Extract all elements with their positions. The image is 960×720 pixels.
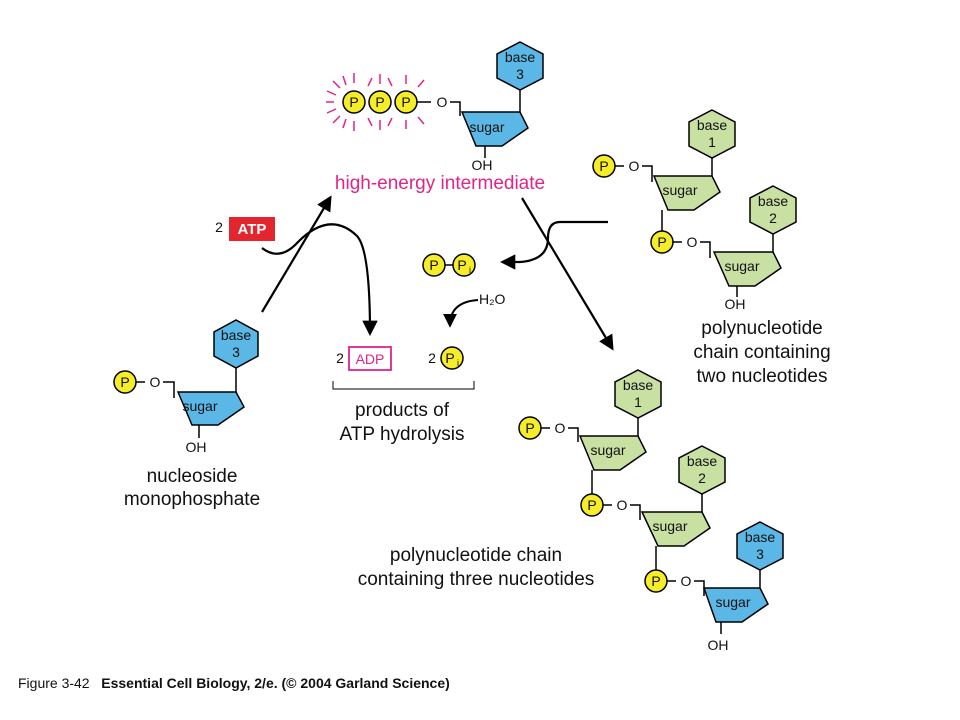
sugar-pentagon xyxy=(176,391,245,426)
svg-text:containing three nucleotides: containing three nucleotides xyxy=(358,569,595,590)
reaction-arrows xyxy=(261,195,614,351)
atp-box xyxy=(229,217,275,241)
base-number: 3 xyxy=(232,344,240,360)
high-energy-label: high-energy intermediate xyxy=(335,173,545,194)
svg-text:P: P xyxy=(375,94,384,110)
svg-text:P: P xyxy=(457,257,466,273)
three-nucleotide-chain: base 1 sugar P O P O base 2 sugar P O ba… xyxy=(358,369,784,653)
svg-text:3: 3 xyxy=(756,546,764,562)
svg-text:base: base xyxy=(623,377,654,393)
svg-text:polynucleotide chain: polynucleotide chain xyxy=(390,545,562,566)
svg-text:OH: OH xyxy=(472,157,493,173)
svg-text:sugar: sugar xyxy=(715,594,750,610)
svg-text:chain containing: chain containing xyxy=(693,342,830,363)
svg-text:base: base xyxy=(505,49,536,65)
svg-text:O: O xyxy=(629,158,640,174)
arrow-to-intermediate xyxy=(261,195,332,313)
arrow-to-three-chain xyxy=(521,197,614,351)
products-of-hydrolysis: 2 ADP 2 P i products of ATP hydrolysis xyxy=(332,346,475,445)
arrow-atp-to-adp xyxy=(261,223,378,337)
base-label: base xyxy=(221,327,252,343)
arrow-chain-in xyxy=(499,220,608,270)
pi-count: 2 xyxy=(428,350,436,366)
svg-text:P: P xyxy=(401,94,410,110)
svg-text:P: P xyxy=(525,420,534,436)
svg-text:P: P xyxy=(599,158,608,174)
high-energy-intermediate: P P P O base 3 sugar OH high-energy inte… xyxy=(326,41,545,194)
adp-box xyxy=(348,346,392,371)
svg-text:O: O xyxy=(437,94,448,110)
svg-text:2: 2 xyxy=(769,210,777,226)
svg-text:products of: products of xyxy=(355,400,450,421)
pyrophosphate: P P i H₂O xyxy=(422,253,506,307)
svg-text:O: O xyxy=(555,420,566,436)
svg-text:1: 1 xyxy=(708,134,716,150)
figure-caption: Figure 3-42 Essential Cell Biology, 2/e.… xyxy=(18,675,450,691)
nucleoside-monophosphate: base 3 sugar OH P O nucleoside monophosp… xyxy=(113,319,260,510)
svg-text:polynucleotide: polynucleotide xyxy=(701,318,822,339)
svg-text:P: P xyxy=(651,573,660,589)
atp-count: 2 xyxy=(215,219,223,235)
svg-text:sugar: sugar xyxy=(652,518,687,534)
svg-text:P: P xyxy=(657,234,666,250)
two-nucleotide-chain: base 1 sugar P O P O base 2 sugar OH pol… xyxy=(592,109,831,387)
energy-burst xyxy=(326,73,425,131)
sugar-label: sugar xyxy=(182,398,217,414)
svg-text:2: 2 xyxy=(698,470,706,486)
svg-text:two nucleotides: two nucleotides xyxy=(697,366,828,387)
svg-text:OH: OH xyxy=(725,296,746,312)
svg-text:base: base xyxy=(758,193,789,209)
svg-text:O: O xyxy=(617,497,628,513)
atp-input: 2 ATP xyxy=(215,217,275,241)
adp-count: 2 xyxy=(336,350,344,366)
figure-source: Essential Cell Biology, 2/e. (© 2004 Gar… xyxy=(101,675,450,691)
oh-label: OH xyxy=(186,439,207,455)
arrow-water xyxy=(443,299,479,328)
figure-number: Figure 3-42 xyxy=(18,675,90,691)
svg-text:P: P xyxy=(429,257,438,273)
svg-text:P: P xyxy=(445,350,454,366)
svg-text:1: 1 xyxy=(634,394,642,410)
svg-text:sugar: sugar xyxy=(724,258,759,274)
svg-text:OH: OH xyxy=(708,637,729,653)
svg-text:3: 3 xyxy=(516,66,524,82)
adp-label: ADP xyxy=(356,351,385,367)
products-bracket xyxy=(332,381,475,390)
sugar-pentagon xyxy=(460,111,529,147)
svg-text:ATP hydrolysis: ATP hydrolysis xyxy=(340,424,465,445)
svg-text:sugar: sugar xyxy=(590,442,625,458)
svg-text:sugar: sugar xyxy=(662,182,697,198)
nucleoside-label-2: monophosphate xyxy=(124,489,260,510)
svg-text:base: base xyxy=(687,453,718,469)
svg-text:O: O xyxy=(687,234,698,250)
oxygen-label: O xyxy=(150,374,161,390)
svg-text:base: base xyxy=(697,117,728,133)
svg-text:P: P xyxy=(349,94,358,110)
svg-text:P: P xyxy=(587,497,596,513)
svg-text:P: P xyxy=(120,374,129,390)
water-label: H₂O xyxy=(479,291,506,307)
svg-text:i: i xyxy=(469,265,471,275)
svg-text:base: base xyxy=(745,529,776,545)
svg-text:O: O xyxy=(681,573,692,589)
svg-text:sugar: sugar xyxy=(469,119,504,135)
atp-label: ATP xyxy=(238,221,267,238)
svg-text:i: i xyxy=(457,358,459,368)
nucleoside-label-1: nucleoside xyxy=(147,466,238,487)
